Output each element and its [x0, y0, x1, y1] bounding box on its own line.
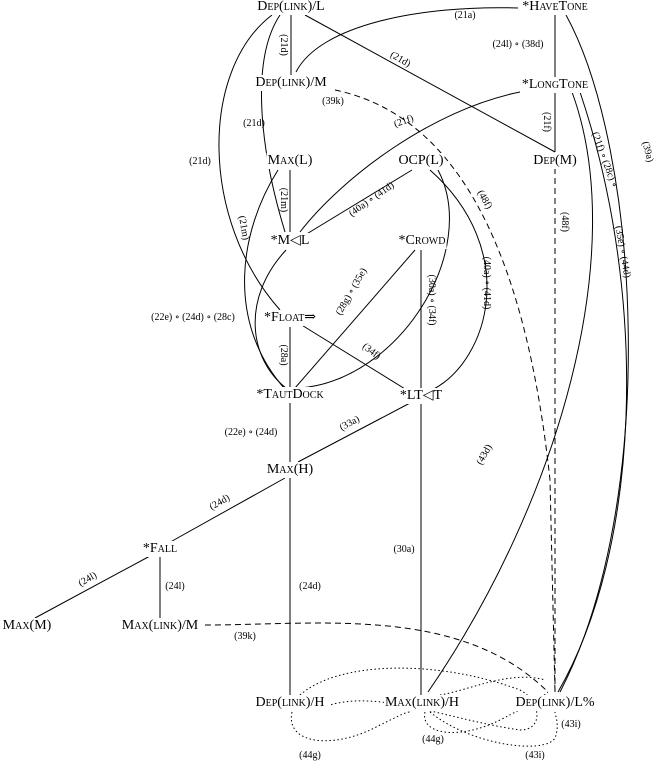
edge-label: (48f): [559, 212, 570, 232]
node-max-h: Max(H): [265, 462, 315, 478]
node-m-l: *M◁L: [269, 233, 311, 249]
node-float: *Float⇒: [262, 310, 318, 326]
edge-label: (40a) ∘ (41d): [481, 256, 492, 310]
edge-label: (21d): [189, 156, 211, 167]
edge-havetone-deplinklpct: [559, 14, 629, 693]
node-max-link-m: Max(link)/M: [120, 618, 200, 634]
node-dep-link-lpct: Dep(link)/L%: [514, 695, 596, 711]
edge-label: (21f): [541, 112, 552, 132]
node-ocp-l: OCP(L): [397, 153, 445, 169]
edge-label: (24l): [165, 581, 185, 592]
node-lt-t: *LT◁T: [398, 388, 444, 404]
node-tautdock: *TautDock: [255, 387, 325, 403]
edge-label: (44g): [299, 750, 321, 761]
edge-longtone-maxlinkh: [427, 91, 594, 693]
node-havetone: *HaveTone: [521, 0, 589, 15]
edge-label: (30a): [393, 544, 415, 555]
edge-label: (24d): [299, 581, 321, 592]
edge-maxh-fall: [164, 477, 286, 546]
edge-deplinkl-depm: [304, 14, 556, 153]
edge-label: (39k): [234, 631, 256, 642]
edge-label: (21m): [278, 187, 289, 213]
edge-maxl-tautdock: [244, 169, 285, 389]
edge-maxlinkh-deplinklpct-dotted-b: [439, 676, 546, 696]
edge-maxlinkh-deplinklpct-dotted-c: [429, 711, 558, 747]
edge-label: (22e) ∘ (24d): [224, 427, 278, 438]
edge-maxlinkm-deplinklpct-dashed: [204, 622, 549, 693]
edge-deplinkl-ml-a: [261, 14, 286, 233]
node-max-link-h: Max(link)/H: [383, 695, 461, 711]
node-crowd: *Crowd: [397, 233, 447, 249]
node-dep-link-m: Dep(link)/M: [254, 75, 328, 91]
node-dep-m: Dep(M): [532, 153, 578, 169]
edge-label: (43i): [525, 750, 545, 761]
edge-float-ltt: [299, 323, 411, 393]
edge-label: (44g): [422, 734, 444, 745]
edge-ocpl-tautdock: [299, 169, 450, 389]
node-max-m: Max(M): [1, 618, 53, 634]
edge-deplinkm-deplinklpct-dashed: [334, 89, 556, 693]
edge-crowd-tautdock: [294, 249, 416, 389]
edge-ltt-maxh: [297, 402, 411, 463]
edge-ocpl-ml: [299, 169, 413, 239]
node-longtone: *LongTone: [520, 77, 590, 93]
edge-ml-tautdock: [254, 249, 287, 389]
edge-deplinkl-float: [218, 14, 281, 311]
edge-longtone-ml: [299, 91, 521, 233]
node-max-l: Max(L): [266, 153, 314, 169]
edge-label: (21a): [454, 10, 476, 21]
edge-label: (28a): [278, 344, 289, 366]
edge-deplinkh-maxlinkh-dotted: [290, 711, 411, 742]
edge-ocpl-ltt: [429, 169, 488, 391]
edge-label: (43i): [561, 719, 581, 730]
edge-label: (39k): [322, 96, 344, 107]
edge-label: (21d): [278, 34, 289, 56]
edge-label: (22e) ∘ (24d) ∘ (28c): [151, 312, 235, 323]
node-fall: *Fall: [141, 541, 179, 557]
edge-label: (21d): [243, 118, 265, 129]
edge-label: (24l) ∘ (38d): [492, 39, 544, 50]
edge-fall-maxm: [34, 555, 151, 619]
node-dep-link-l: Dep(link)/L: [256, 0, 326, 15]
edge-havetone-deplinkm: [295, 7, 519, 73]
edge-label: (30a) ∘ (34f): [426, 274, 437, 326]
edge-longtone-deplinklpct: [557, 91, 628, 693]
node-dep-link-h: Dep(link)/H: [254, 695, 326, 711]
